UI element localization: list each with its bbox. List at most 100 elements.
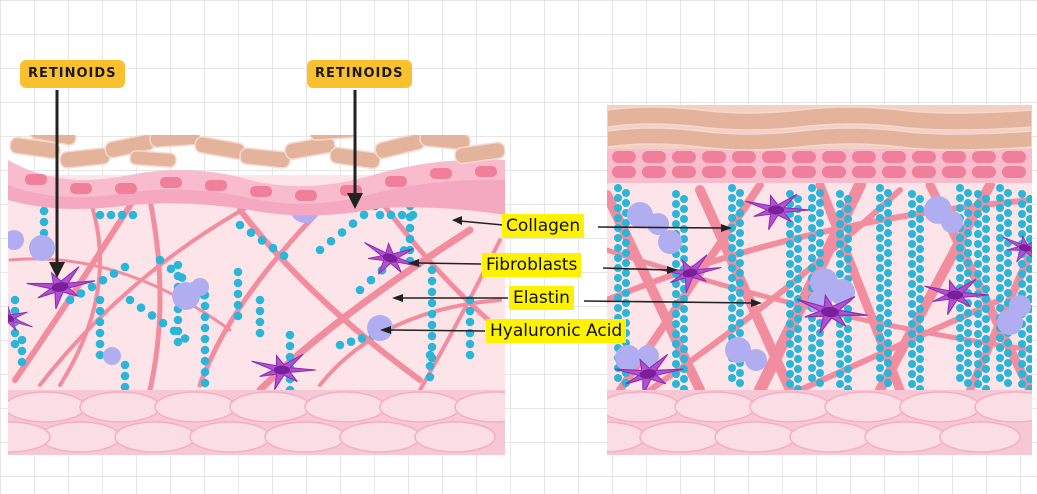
elastin-dot bbox=[956, 264, 964, 272]
elastin-dot bbox=[996, 194, 1004, 202]
elastin-dot bbox=[956, 334, 964, 342]
elastin-dot bbox=[876, 274, 884, 282]
elastin-dot bbox=[982, 285, 990, 293]
elastin-dot bbox=[233, 300, 243, 310]
elastin-dot bbox=[908, 290, 916, 298]
fibroblast-cells bbox=[614, 193, 1032, 396]
elastin-dot bbox=[916, 255, 924, 263]
elastin-dot bbox=[680, 335, 688, 343]
elastin-dot bbox=[964, 319, 972, 327]
elastin-dot bbox=[614, 184, 622, 192]
elastin-dot bbox=[736, 319, 744, 327]
elastin-dot bbox=[964, 249, 972, 257]
elastin-dot bbox=[200, 334, 210, 344]
elastin-dot bbox=[200, 323, 210, 333]
elastin-dot bbox=[836, 370, 844, 378]
elastin-dot bbox=[357, 334, 367, 343]
elastin-dot bbox=[1018, 280, 1026, 288]
elastin-dot bbox=[346, 337, 356, 347]
elastin-dot bbox=[736, 249, 744, 257]
elastin-dot bbox=[916, 305, 924, 313]
elastin-dot bbox=[964, 269, 972, 277]
elastin-dot bbox=[622, 189, 630, 197]
elastin-dot bbox=[982, 215, 990, 223]
elastin-dot bbox=[836, 340, 844, 348]
elastin-dot bbox=[622, 249, 630, 257]
hyaluronic-acid-label: Hyaluronic Acid bbox=[486, 319, 627, 343]
elastin-dot bbox=[672, 340, 680, 348]
elastin-dot bbox=[836, 230, 844, 238]
elastin-dot bbox=[808, 184, 816, 192]
elastin-dot bbox=[427, 265, 437, 275]
fibroblast-cell bbox=[660, 254, 722, 293]
elastin-dot bbox=[876, 314, 884, 322]
elastin-dot bbox=[425, 350, 435, 360]
elastin-dot bbox=[736, 269, 744, 277]
elastin-dot bbox=[794, 345, 802, 353]
elastin-dot bbox=[614, 194, 622, 202]
elastin-dot bbox=[982, 255, 990, 263]
elastin-dot bbox=[844, 255, 852, 263]
elastin-dot bbox=[95, 339, 105, 349]
elastin-dot bbox=[672, 300, 680, 308]
elastin-dot bbox=[982, 315, 990, 323]
elastin-dot bbox=[844, 195, 852, 203]
elastin-dot bbox=[982, 305, 990, 313]
elastin-dot bbox=[964, 349, 972, 357]
elastin-dot bbox=[736, 229, 744, 237]
elastin-dot bbox=[128, 210, 138, 220]
elastin-dot bbox=[125, 295, 135, 305]
elastin-dot bbox=[786, 370, 794, 378]
elastin-dot bbox=[614, 254, 622, 262]
elastin-dot bbox=[964, 239, 972, 247]
elastin-dot bbox=[425, 372, 435, 382]
elastin-dot bbox=[808, 344, 816, 352]
elastin-dot bbox=[786, 360, 794, 368]
elastin-dot bbox=[908, 320, 916, 328]
elastin-dot bbox=[672, 330, 680, 338]
elastin-dot bbox=[1026, 275, 1032, 283]
elastin-dot bbox=[836, 200, 844, 208]
elastin-dot bbox=[736, 309, 744, 317]
elastin-dot bbox=[1026, 315, 1032, 323]
elastin-dot bbox=[736, 289, 744, 297]
elastin-dot bbox=[908, 360, 916, 368]
elastin-dot bbox=[17, 335, 27, 345]
elastin-dot bbox=[680, 315, 688, 323]
elastin-dot bbox=[680, 295, 688, 303]
fibroblasts-label: Fibroblasts bbox=[482, 253, 582, 277]
elastin-dot bbox=[844, 365, 852, 373]
elastin-dot bbox=[285, 330, 295, 340]
elastin-dot bbox=[375, 210, 385, 220]
elastin-dot bbox=[836, 380, 844, 388]
elastin-dot bbox=[10, 306, 20, 316]
elastin-dot bbox=[794, 365, 802, 373]
elastin-dot bbox=[916, 345, 924, 353]
elastin-dot bbox=[728, 324, 736, 332]
elastin-dot bbox=[844, 335, 852, 343]
elastin-dot bbox=[1026, 285, 1032, 293]
elastin-dot bbox=[728, 254, 736, 262]
elastin-dot bbox=[996, 334, 1004, 342]
elastin-dot bbox=[728, 274, 736, 282]
elastin-dot bbox=[622, 289, 630, 297]
fibroblast-cells bbox=[8, 241, 421, 391]
elastin-dot bbox=[76, 289, 86, 298]
elastin-dot bbox=[876, 214, 884, 222]
elastin-dot bbox=[964, 209, 972, 217]
elastin-dot bbox=[10, 295, 20, 305]
elastin-dot bbox=[1004, 359, 1012, 367]
elastin-dot bbox=[816, 349, 824, 357]
elastin-dot bbox=[808, 204, 816, 212]
elastin-dot bbox=[956, 184, 964, 192]
elastin-dot bbox=[672, 350, 680, 358]
elastin-dot bbox=[622, 239, 630, 247]
elastin-dot bbox=[808, 374, 816, 382]
elastin-dot bbox=[996, 364, 1004, 372]
label-arrows bbox=[380, 216, 762, 334]
elastin-dot bbox=[844, 345, 852, 353]
elastin-dot bbox=[106, 210, 116, 220]
elastin-dot bbox=[465, 350, 475, 360]
elastin-dot bbox=[816, 209, 824, 217]
elastin-dot bbox=[786, 290, 794, 298]
